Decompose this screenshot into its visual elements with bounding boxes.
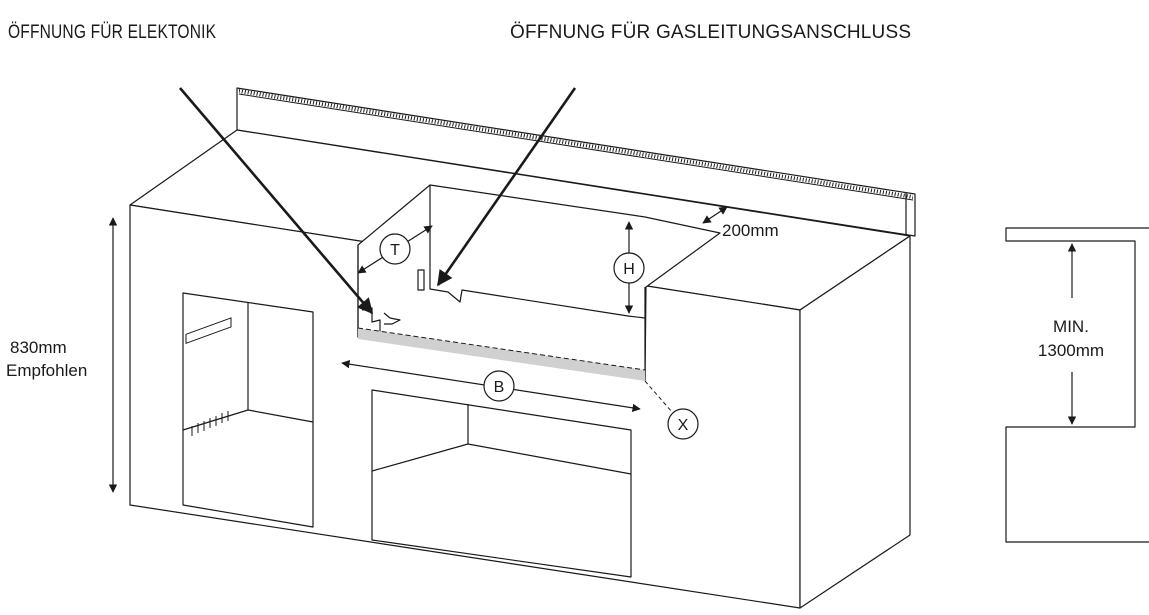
marker-x <box>667 408 699 440</box>
gap-value: 200mm <box>722 221 779 240</box>
marker-x-label: X <box>678 417 689 434</box>
left-cabinet-opening <box>182 292 314 528</box>
marker-h <box>613 252 645 284</box>
clearance-value: 1300mm <box>1038 341 1104 360</box>
marker-h-label: H <box>623 261 635 278</box>
gap-arrow <box>702 206 728 224</box>
marker-t <box>379 233 411 265</box>
marker-t-label: T <box>390 242 400 259</box>
marker-b-label: B <box>494 379 505 396</box>
label-opening-electronics: ÖFFNUNG FÜR ELEKTONIK <box>8 21 216 43</box>
cabinet-side <box>799 235 911 609</box>
backsplash <box>236 87 916 237</box>
clearance-min: MIN. <box>1053 317 1089 336</box>
leader-gas <box>436 87 577 287</box>
height-value: 830mm <box>10 338 67 357</box>
leader-electronics <box>179 87 374 315</box>
socket-strip <box>185 317 232 436</box>
center-cabinet-opening <box>371 389 632 578</box>
label-opening-gas: ÖFFNUNG FÜR GASLEITUNGSANSCHLUSS <box>510 22 911 43</box>
marker-b <box>483 370 515 402</box>
clearance-detail: MIN. 1300mm <box>1005 227 1149 543</box>
height-note: Empfohlen <box>6 361 87 380</box>
